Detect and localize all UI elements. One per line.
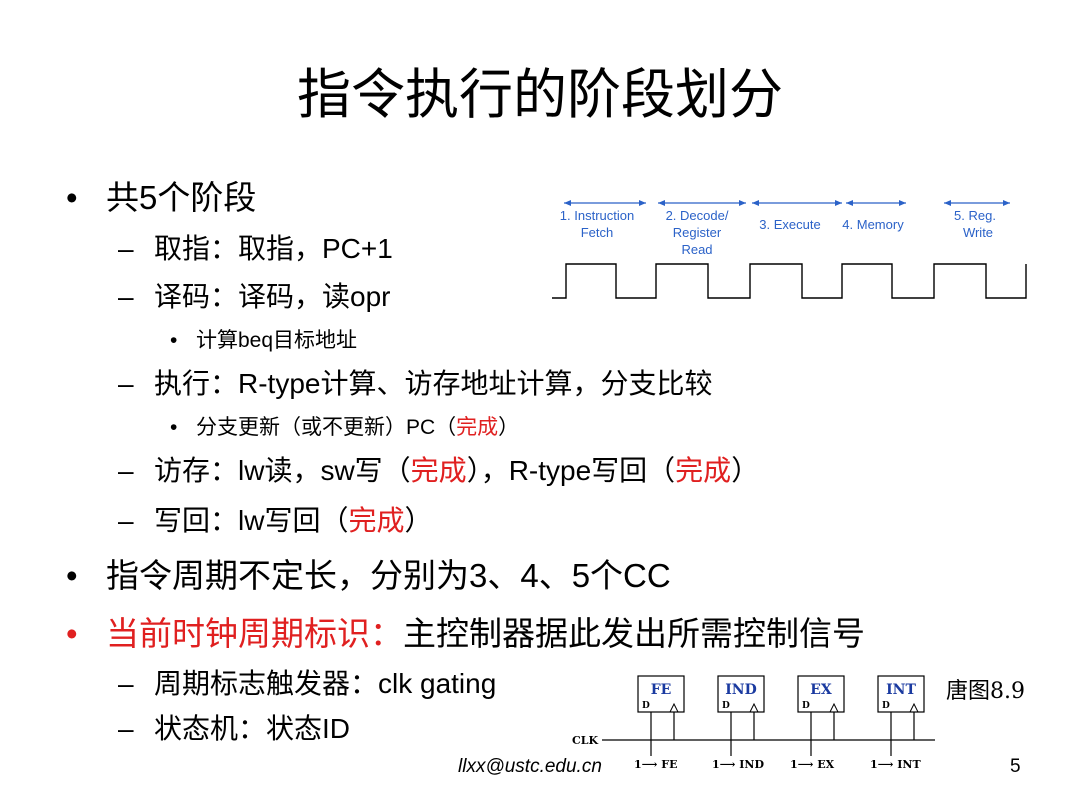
ff-int: INT D 1⟶ INT [870, 675, 925, 771]
sub-text: 状态机：状态ID [154, 713, 351, 744]
dash: – [118, 505, 134, 536]
sub-text: 写回：lw写回（ [154, 505, 349, 536]
bullet-text: 共5个阶段 [106, 179, 257, 216]
stage-label-1a: 1. Instruction [560, 208, 634, 223]
bullet-five-stages: • 共5个阶段 [66, 178, 256, 218]
stage-label-2b: Register [673, 225, 722, 240]
ff-fe-box [637, 675, 685, 713]
ff-int-d: D [882, 701, 890, 711]
bullet-dot: • [170, 416, 178, 439]
bullet-dot: • [66, 557, 78, 594]
clk-label: CLK [572, 734, 598, 747]
sub-text-mid: ），R-type写回（ [466, 455, 676, 486]
ff-int-box [877, 675, 925, 713]
ff-ex-name: EX [810, 682, 832, 698]
stage-label-5a: 5. Reg. [954, 208, 996, 223]
stage-label-5b: Write [963, 225, 993, 240]
subsub-text: 计算beq目标地址 [196, 329, 358, 352]
bullet-dot: • [66, 179, 78, 216]
subsub-text-end: ） [498, 416, 520, 439]
sub-text-end: ） [404, 505, 433, 536]
sub-text-end: ） [731, 455, 760, 486]
ff-fe-name: FE [651, 682, 672, 698]
footer-email: llxx@ustc.edu.cn [458, 756, 602, 777]
subsub-text: 分支更新（或不更新）PC（ [196, 416, 457, 439]
sub-writeback: –写回：lw写回（完成） [118, 504, 432, 538]
dash: – [118, 455, 134, 486]
subsub-branch-update: • 分支更新（或不更新）PC（完成） [170, 415, 519, 441]
bullet-text-highlight: 当前时钟周期标识： [106, 615, 403, 652]
ff-ex: EX D 1⟶ EX [790, 675, 845, 771]
ff-ex-output: 1⟶ EX [790, 758, 835, 771]
sub-cycle-flipflop: –周期标志触发器：clk gating [118, 667, 496, 701]
sub-state-machine: –状态机：状态ID [118, 712, 350, 746]
stage-timing-diagram: 1. Instruction Fetch 2. Decode/ Register… [552, 200, 1027, 299]
sub-text: 取指：取指，PC+1 [154, 233, 393, 264]
sub-text: 周期标志触发器：clk gating [154, 668, 497, 699]
sub-fetch: –取指：取指，PC+1 [118, 232, 393, 266]
clk-line-group: CLK [572, 734, 935, 747]
done-highlight: 完成 [456, 416, 499, 439]
subsub-beq-target: • 计算beq目标地址 [170, 328, 357, 354]
ff-ex-box [797, 675, 845, 713]
dash: – [118, 713, 134, 744]
dash: – [118, 668, 134, 699]
sub-text: 执行：R-type计算、访存地址计算，分支比较 [154, 368, 713, 399]
page-number: 5 [1010, 756, 1021, 777]
ff-int-output: 1⟶ INT [870, 758, 921, 771]
done-highlight: 完成 [410, 455, 467, 486]
ff-ex-d: D [802, 701, 810, 711]
ff-ind-d: D [722, 701, 730, 711]
ff-ind-name: IND [725, 682, 757, 698]
dash: – [118, 368, 134, 399]
sub-text: 译码：译码，读opr [154, 281, 391, 312]
ff-int-clk-tri [909, 702, 919, 713]
bullet-variable-cycle: • 指令周期不定长，分别为3、4、5个CC [66, 556, 671, 596]
ff-ex-clk-tri [829, 702, 839, 713]
bullet-text: 指令周期不定长，分别为3、4、5个CC [106, 557, 671, 594]
ff-ind: IND D 1⟶ IND [712, 675, 765, 771]
ff-fe-d: D [642, 701, 650, 711]
cycle-flipflop-diagram: CLK FE D 1⟶ FE IND D 1⟶ IND EX D 1⟶ EX I… [572, 675, 935, 771]
ff-fe: FE D 1⟶ FE [634, 675, 685, 771]
done-highlight: 完成 [675, 455, 732, 486]
done-highlight: 完成 [348, 505, 405, 536]
stage-label-3: 3. Execute [759, 217, 820, 232]
bullet-dot: • [66, 615, 78, 652]
bullet-dot: • [170, 329, 178, 352]
slide-title: 指令执行的阶段划分 [297, 63, 783, 126]
stage-labels: 1. Instruction Fetch 2. Decode/ Register… [560, 208, 996, 257]
ff-ind-box [717, 675, 765, 713]
clock-waveform [552, 263, 1027, 299]
sub-decode: –译码：译码，读opr [118, 280, 390, 314]
bullet-text: 主控制器据此发出所需控制信号 [403, 615, 865, 652]
stage-label-2a: 2. Decode/ [666, 208, 729, 223]
stage-label-4: 4. Memory [842, 217, 904, 232]
ff-int-name: INT [886, 682, 916, 698]
stage-label-2c: Read [681, 242, 712, 257]
ff-fe-clk-tri [669, 702, 679, 713]
stage-label-1b: Fetch [581, 225, 614, 240]
sub-execute: –执行：R-type计算、访存地址计算，分支比较 [118, 367, 712, 401]
bullet-current-cycle: • 当前时钟周期标识：主控制器据此发出所需控制信号 [66, 614, 865, 654]
dash: – [118, 281, 134, 312]
ff-ind-clk-tri [749, 702, 759, 713]
dash: – [118, 233, 134, 264]
ff-ind-output: 1⟶ IND [712, 758, 764, 771]
sub-memory: –访存：lw读，sw写（完成），R-type写回（完成） [118, 454, 759, 488]
figure-caption: 唐图8.9 [946, 679, 1025, 704]
sub-text: 访存：lw读，sw写（ [154, 455, 411, 486]
ff-fe-output: 1⟶ FE [634, 758, 677, 771]
